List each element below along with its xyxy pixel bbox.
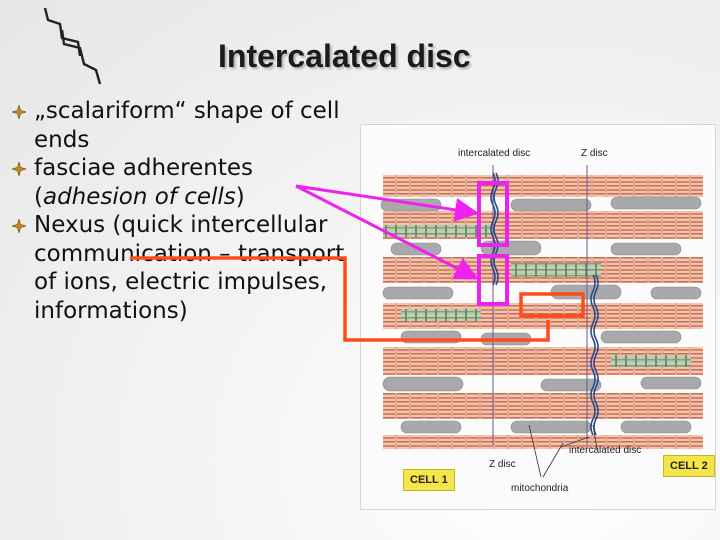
nexus-connector [130,258,583,340]
fasciae-arrows [296,186,476,278]
fasciae-highlight-boxes [479,183,507,304]
